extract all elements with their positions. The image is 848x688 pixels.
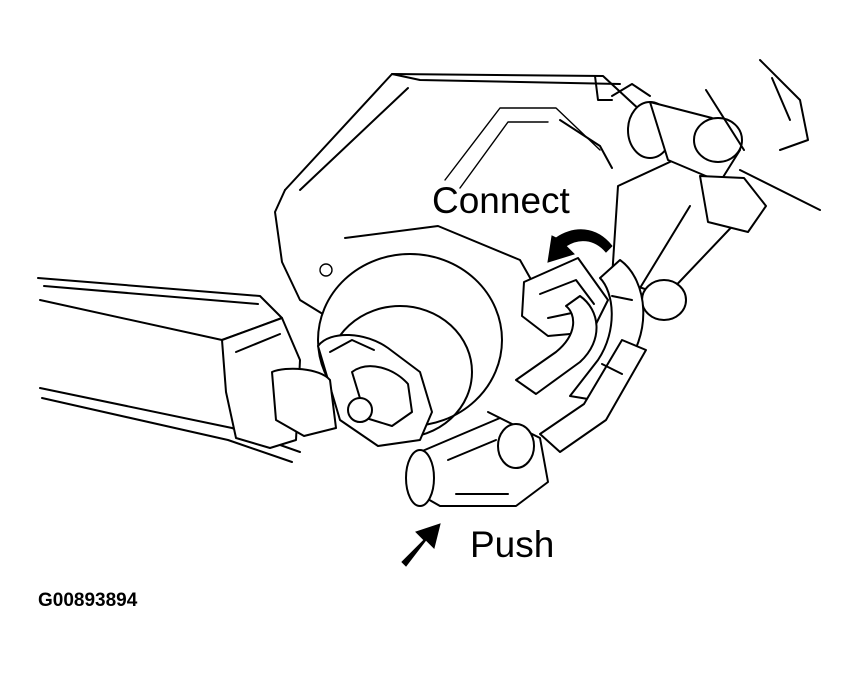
push-connector — [405, 411, 549, 507]
round-cap — [271, 253, 503, 447]
upper-fuel-tube — [611, 59, 821, 321]
figure-code: G00893894 — [38, 590, 138, 611]
fuel-hoses — [515, 259, 647, 453]
curved-arrow-icon — [547, 229, 613, 263]
mounting-bracket — [37, 277, 301, 463]
connect-label: Connect — [432, 180, 570, 221]
push-arrow-icon — [401, 523, 441, 567]
push-label: Push — [470, 524, 555, 565]
engine-body — [274, 73, 651, 323]
